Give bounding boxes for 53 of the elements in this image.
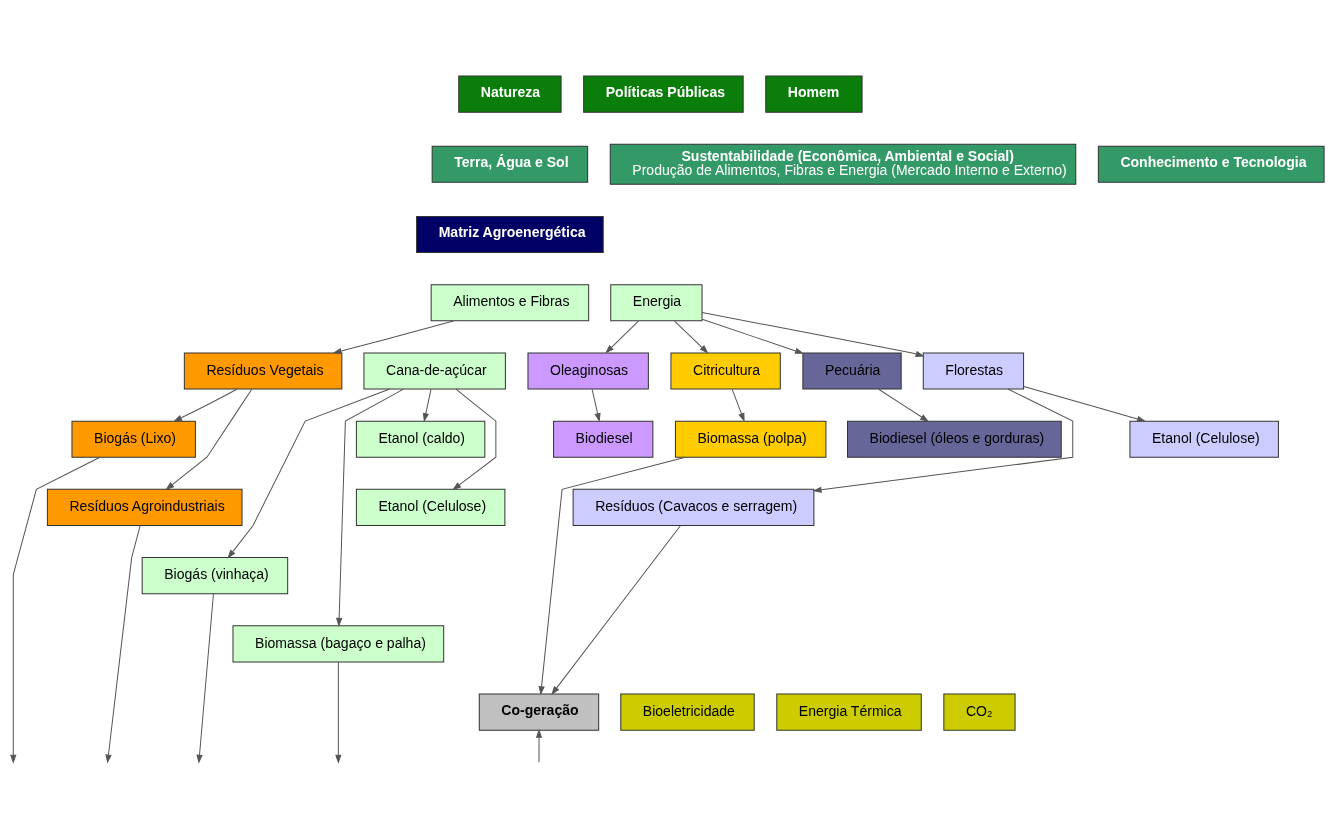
node-box: Etanol (Celulose): [355, 488, 506, 526]
node-box: Alimentos e Fibras: [430, 284, 590, 322]
arrow: [731, 388, 745, 422]
arrow: [10, 456, 101, 763]
arrow: [674, 320, 708, 353]
arrow: [422, 388, 432, 422]
arrow: [605, 320, 639, 353]
node-box: CO₂: [943, 693, 1016, 731]
node-box: Matriz Agroenergética: [416, 215, 604, 254]
node-box: Etanol (caldo): [355, 420, 486, 458]
arrow: [701, 312, 924, 357]
node-box: Homem: [765, 75, 863, 113]
node-box: Políticas Públicas: [583, 75, 744, 113]
arrow: [174, 388, 238, 422]
node-box: Bioeletricidade: [620, 693, 755, 731]
node-box: Resíduos (Cavacos e serragem): [572, 488, 815, 526]
arrow: [452, 388, 497, 490]
node-box: Citricultura: [670, 352, 781, 390]
node-box: Conhecimento e Tecnologia: [1097, 145, 1325, 183]
node-box: Etanol (Celulose): [1129, 420, 1279, 458]
arrow: [196, 593, 214, 763]
node-box: Sustentabilidade (Econômica, Ambiental e Social) Produção de Alimentos, Fibras e Energia (Mercado Interno e Externo): [609, 143, 1077, 185]
node-box: Biodiesel (óleos e gorduras): [847, 420, 1062, 458]
arrow: [538, 456, 686, 695]
node-box: Cana-de-açúcar: [363, 352, 506, 390]
arrow: [701, 318, 804, 354]
arrow: [333, 320, 454, 354]
node-box: Biomassa (bagaço e palha): [232, 625, 445, 663]
arrow: [813, 388, 1074, 493]
node-box: Biomassa (polpa): [674, 420, 827, 458]
arrow: [551, 525, 681, 695]
arrow: [227, 388, 391, 558]
node-box: Co-geração: [478, 693, 600, 731]
node-box: Energia: [610, 284, 703, 322]
arrow: [536, 729, 542, 763]
arrow: [878, 388, 929, 422]
node-box: Natureza: [458, 75, 562, 113]
node-box: Biogás (Lixo): [71, 420, 196, 458]
arrow: [591, 388, 601, 422]
arrow: [105, 525, 141, 763]
node-box: Energia Térmica: [776, 693, 922, 731]
node-box: Biogás (vinhaça): [141, 557, 289, 595]
arrow: [336, 388, 404, 626]
node-box: Biodiesel: [553, 420, 654, 458]
node-box: Florestas: [922, 352, 1025, 390]
arrow: [165, 388, 253, 490]
node-box: Resíduos Vegetais: [183, 352, 343, 390]
node-box: Pecuária: [802, 352, 902, 390]
node-box: Terra, Água e Sol: [431, 145, 589, 183]
arrow: [335, 661, 342, 763]
arrow: [1023, 385, 1146, 422]
node-box: Resíduos Agroindustriais: [46, 488, 243, 526]
node-box: Oleaginosas: [527, 352, 649, 390]
